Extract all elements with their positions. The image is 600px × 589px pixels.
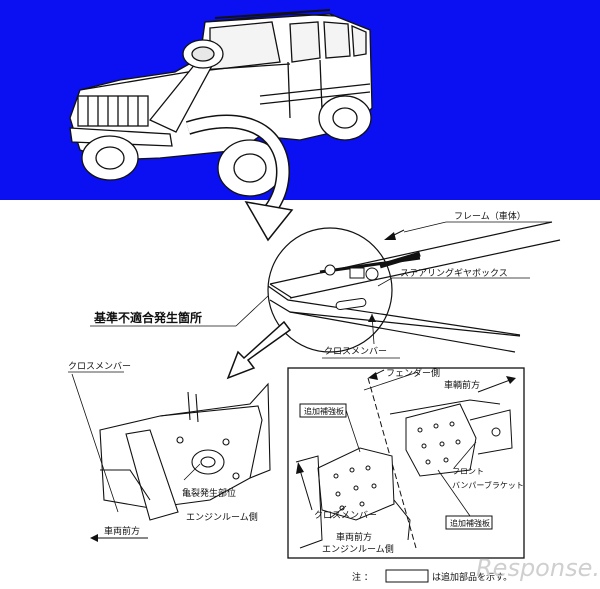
arrow-vehicle-front-right (477, 376, 516, 393)
arrow-vehicle-front-left (90, 534, 148, 542)
arrow-frame (384, 229, 405, 240)
label-crack-location: 亀裂発生部位 (182, 487, 236, 499)
label-noncompliance-location: 基準不適合発生箇所 (93, 310, 202, 325)
chassis-detail-left (99, 382, 271, 521)
leader-lines-left (68, 371, 201, 513)
label-vehicle-front-right: 車輌前方 (444, 379, 480, 391)
vehicle-illustration (69, 9, 373, 197)
label-vehicle-front-left: 車両前方 (104, 525, 140, 537)
label-fender-side: フェンダー側 (386, 367, 440, 379)
label-engine-room-side-left: エンジンルーム側 (186, 511, 258, 523)
note-blank-box (385, 569, 429, 583)
detail-circle (267, 227, 421, 353)
watermark-logo: Response. (476, 554, 600, 582)
arrow-2 (226, 320, 292, 380)
label-front-bumper-bracket-2: バンパーブラケット (452, 480, 524, 490)
label-frame: フレーム（車体） (454, 210, 526, 222)
label-vehicle-front-inset: 車両前方 (336, 531, 372, 543)
note-suffix: は追加部品を示す。 (432, 571, 512, 583)
label-cross-member-left: クロスメンバー (68, 361, 131, 372)
note-prefix: 注 ： (352, 571, 373, 583)
frame-rails (267, 221, 561, 353)
arrow-vehicle-front-inset (296, 462, 313, 511)
label-reinforcement-plate-top: 追加補強板 (304, 406, 344, 416)
label-reinforcement-plate-bottom: 追加補強板 (450, 518, 490, 528)
magnifier-callout (148, 39, 224, 133)
reinforcement-box-bottom (445, 515, 493, 530)
label-front-bumper-bracket-1: フロント (452, 467, 484, 476)
leader-lines-inset (329, 371, 477, 519)
leader-lines-top (90, 221, 552, 359)
label-engine-room-side-inset: エンジンルーム側 (322, 543, 394, 555)
inset-drawing (295, 377, 513, 549)
arrow-fender-side (368, 369, 385, 380)
arrow-cross-member (368, 314, 376, 322)
label-cross-member-top: クロスメンバー (324, 346, 387, 357)
label-steering-gearbox: ステアリングギヤボックス (400, 267, 508, 279)
curved-arrow-1 (185, 114, 294, 242)
label-cross-member-inset: クロスメンバー (314, 510, 377, 521)
